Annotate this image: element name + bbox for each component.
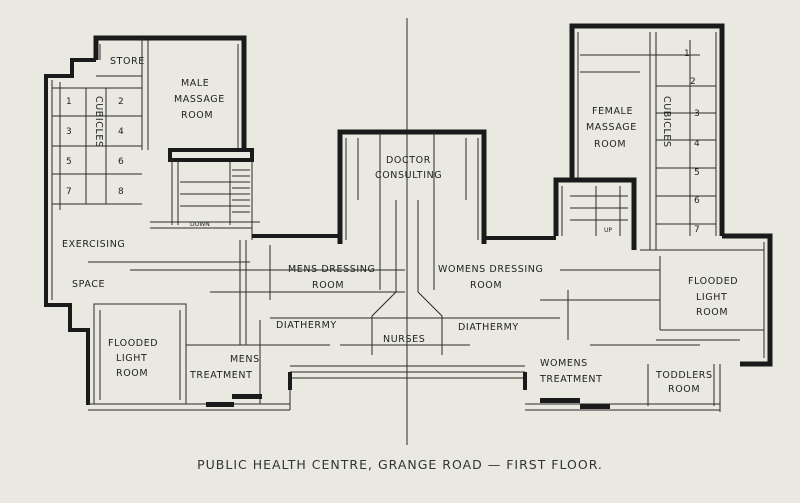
female-massage-label-1: FEMALE — [592, 106, 633, 117]
mens-dressing-label-2: ROOM — [312, 280, 344, 291]
cubicle-number: 7 — [694, 225, 700, 235]
consulting-label: CONSULTING — [375, 170, 442, 181]
flooded-left-label-2: LIGHT — [116, 353, 147, 364]
male-massage-label-3: ROOM — [181, 110, 213, 121]
toddlers-label-2: ROOM — [668, 384, 700, 395]
cubicle-number: 5 — [66, 157, 72, 167]
womens-treatment-label-1: WOMENS — [540, 358, 588, 369]
female-massage-label-2: MASSAGE — [586, 122, 637, 133]
cubicle-number: 5 — [694, 168, 700, 178]
diathermy-left-label: DIATHERMY — [276, 320, 337, 331]
cubicle-number: 3 — [66, 127, 72, 137]
left-cubicle-numbers: 1 2 3 4 5 6 7 8 — [66, 97, 124, 197]
right-cubicle-numbers: 1 2 3 4 5 6 7 — [684, 49, 700, 235]
diathermy-right-label: DIATHERMY — [458, 322, 519, 333]
cubicle-number: 4 — [118, 127, 124, 137]
cubicle-number: 2 — [690, 77, 696, 87]
cubicle-number: 1 — [684, 49, 690, 59]
cubicles-right-label: CUBICLES — [661, 96, 672, 148]
toddlers-label-1: TODDLERS — [655, 370, 713, 381]
cubicles-left-label: CUBICLES — [93, 96, 104, 148]
cubicle-number: 6 — [694, 196, 700, 206]
female-massage-label-3: ROOM — [594, 139, 626, 150]
male-massage-label-1: MALE — [181, 78, 209, 89]
cubicle-number: 7 — [66, 187, 72, 197]
flooded-right-label-2: LIGHT — [696, 292, 727, 303]
mens-treatment-label-1: MENS — [230, 354, 260, 365]
cubicle-number: 8 — [118, 187, 124, 197]
right-wing-walls — [484, 23, 773, 412]
down-label: DOWN — [190, 221, 210, 228]
flooded-right-label-1: FLOODED — [688, 276, 738, 287]
up-label: UP — [604, 227, 612, 234]
womens-treatment-label-2: TREATMENT — [539, 374, 602, 385]
male-massage-label-2: MASSAGE — [174, 94, 225, 105]
cubicle-number: 6 — [118, 157, 124, 167]
space-label: SPACE — [72, 279, 105, 290]
womens-dressing-label-1: WOMENS DRESSING — [438, 264, 543, 275]
flooded-left-label-1: FLOODED — [108, 338, 158, 349]
flooded-right-label-3: ROOM — [696, 307, 728, 318]
nurses-label: NURSES — [383, 334, 425, 345]
store-label: STORE — [110, 56, 145, 67]
left-wing-walls — [44, 35, 405, 411]
plan-caption: PUBLIC HEALTH CENTRE, GRANGE ROAD — FIRS… — [197, 457, 603, 472]
centre-walls — [270, 129, 560, 379]
doctor-label: DOCTOR — [386, 155, 431, 166]
cubicle-number: 1 — [66, 97, 72, 107]
cubicle-number: 2 — [118, 97, 124, 107]
mens-treatment-label-2: TREATMENT — [189, 370, 252, 381]
womens-dressing-label-2: ROOM — [470, 280, 502, 291]
flooded-left-label-3: ROOM — [116, 368, 148, 379]
mens-dressing-label-1: MENS DRESSING — [288, 264, 375, 275]
exercising-label: EXERCISING — [62, 239, 125, 250]
cubicle-number: 4 — [694, 139, 700, 149]
cubicle-number: 3 — [694, 109, 700, 119]
